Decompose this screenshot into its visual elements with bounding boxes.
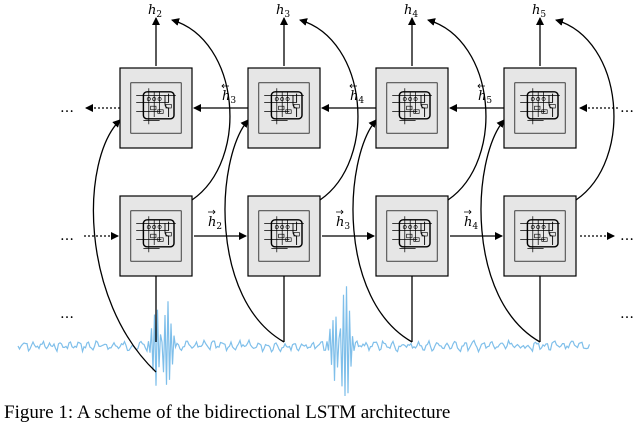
lstm-cell-forward <box>247 195 321 277</box>
lstm-cell-forward <box>119 195 193 277</box>
lstm-cell-backward <box>247 67 321 149</box>
ellipsis-input-left: … <box>60 306 74 322</box>
figure-caption: Figure 1: A scheme of the bidirectional … <box>4 402 450 423</box>
forward-state-labels: h2 h3 h4 <box>208 209 478 232</box>
lstm-cell-backward <box>119 67 193 149</box>
backward-state-labels: h3 h4 h5 <box>221 83 492 106</box>
output-label: h5 <box>532 3 546 20</box>
ellipsis-forward-right: … <box>620 228 634 244</box>
output-arrows <box>152 17 544 66</box>
ellipsis-forward-left: … <box>60 228 74 244</box>
input-arrows <box>152 257 544 342</box>
lstm-cell-forward <box>375 195 449 277</box>
lstm-cell-backward <box>503 67 577 149</box>
ellipsis-input-right: … <box>620 306 634 322</box>
ellipses: … … … … … … <box>60 100 634 322</box>
output-label: h3 <box>276 3 290 20</box>
forward-to-output-curves <box>171 18 615 201</box>
lstm-cell-forward <box>503 195 577 277</box>
ellipsis-backward-left: … <box>60 100 74 116</box>
forward-state-label: h2 <box>208 215 222 232</box>
lstm-cell-backward <box>375 67 449 149</box>
audio-waveform <box>17 286 591 397</box>
input-to-backward-curves <box>92 119 541 373</box>
output-label: h2 <box>148 3 162 20</box>
output-labels: h2 h3 h4 h5 <box>148 3 546 20</box>
backward-state-label: h4 <box>350 89 364 106</box>
backward-state-label: h5 <box>478 89 492 106</box>
forward-state-label: h4 <box>464 215 478 232</box>
backward-lstm-cells <box>119 67 577 149</box>
ellipsis-backward-right: … <box>620 100 634 116</box>
output-label: h4 <box>404 3 418 20</box>
forward-lstm-cells <box>119 195 577 277</box>
forward-state-label: h3 <box>336 215 350 232</box>
backward-state-label: h3 <box>222 89 236 106</box>
